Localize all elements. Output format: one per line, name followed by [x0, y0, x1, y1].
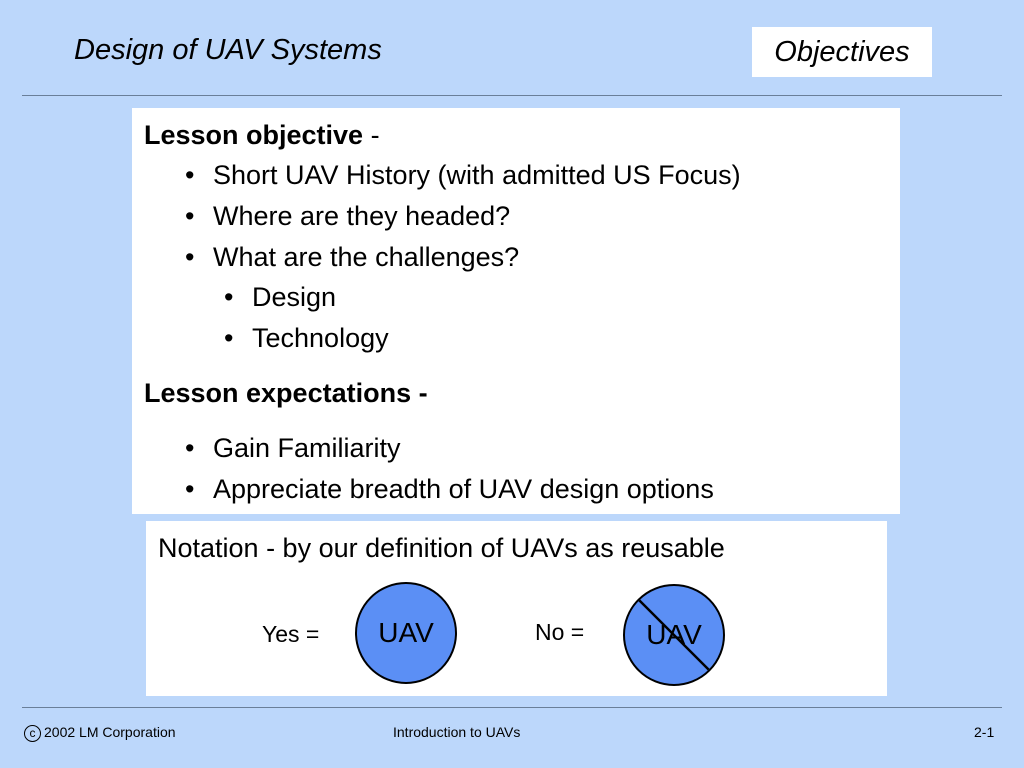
bullet-icon: •	[185, 201, 195, 231]
strike-through-icon	[637, 598, 711, 672]
bullet-icon: •	[224, 323, 234, 353]
sub-list-item-text: Design	[252, 282, 337, 312]
notation-box: Notation - by our definition of UAVs as …	[146, 521, 887, 696]
lesson-expectations-heading: Lesson expectations -	[144, 378, 428, 408]
section-label: Objectives	[752, 27, 932, 77]
lesson-objective-heading-text: Lesson objective	[144, 120, 364, 150]
copyright-icon: c	[24, 725, 41, 742]
footer-divider	[22, 707, 1002, 708]
footer-copyright-text: 2002 LM Corporation	[44, 724, 176, 740]
list-item-text: What are the challenges?	[213, 242, 520, 272]
footer-course: Introduction to UAVs	[393, 724, 521, 740]
bullet-icon: •	[185, 474, 195, 504]
bullet-icon: •	[185, 242, 195, 272]
list-item-text: Short UAV History (with admitted US Focu…	[213, 160, 741, 190]
bullet-icon: •	[185, 160, 195, 190]
list-item: • Short UAV History (with admitted US Foc…	[185, 160, 741, 191]
lesson-objective-dash: -	[363, 120, 380, 150]
sub-list-item: • Design	[224, 282, 336, 313]
slide-title: Design of UAV Systems	[74, 34, 382, 66]
list-item-text: Gain Familiarity	[213, 433, 401, 463]
list-item-text: Where are they headed?	[213, 201, 511, 231]
header-divider	[22, 95, 1002, 96]
yes-label: Yes =	[262, 621, 320, 647]
uav-circle-yes: UAV	[355, 582, 457, 684]
list-item-text: Appreciate breadth of UAV design options	[213, 474, 714, 504]
page-number: 2-1	[974, 724, 995, 740]
objectives-box: Lesson objective - • Short UAV History (w…	[132, 108, 900, 514]
sub-list-item: • Technology	[224, 323, 389, 354]
list-item: • Appreciate breadth of UAV design option…	[185, 474, 714, 505]
list-item: • Where are they headed?	[185, 201, 510, 232]
notation-text: Notation - by our definition of UAVs as …	[158, 533, 725, 563]
bullet-icon: •	[224, 282, 234, 312]
sub-list-item-text: Technology	[252, 323, 389, 353]
list-item: • What are the challenges?	[185, 242, 519, 273]
bullet-icon: •	[185, 433, 195, 463]
lesson-objective-heading: Lesson objective -	[144, 120, 380, 151]
uav-circle-no: UAV	[623, 584, 725, 686]
uav-circle-label: UAV	[378, 617, 434, 648]
no-label: No =	[535, 619, 585, 645]
list-item: • Gain Familiarity	[185, 433, 401, 464]
